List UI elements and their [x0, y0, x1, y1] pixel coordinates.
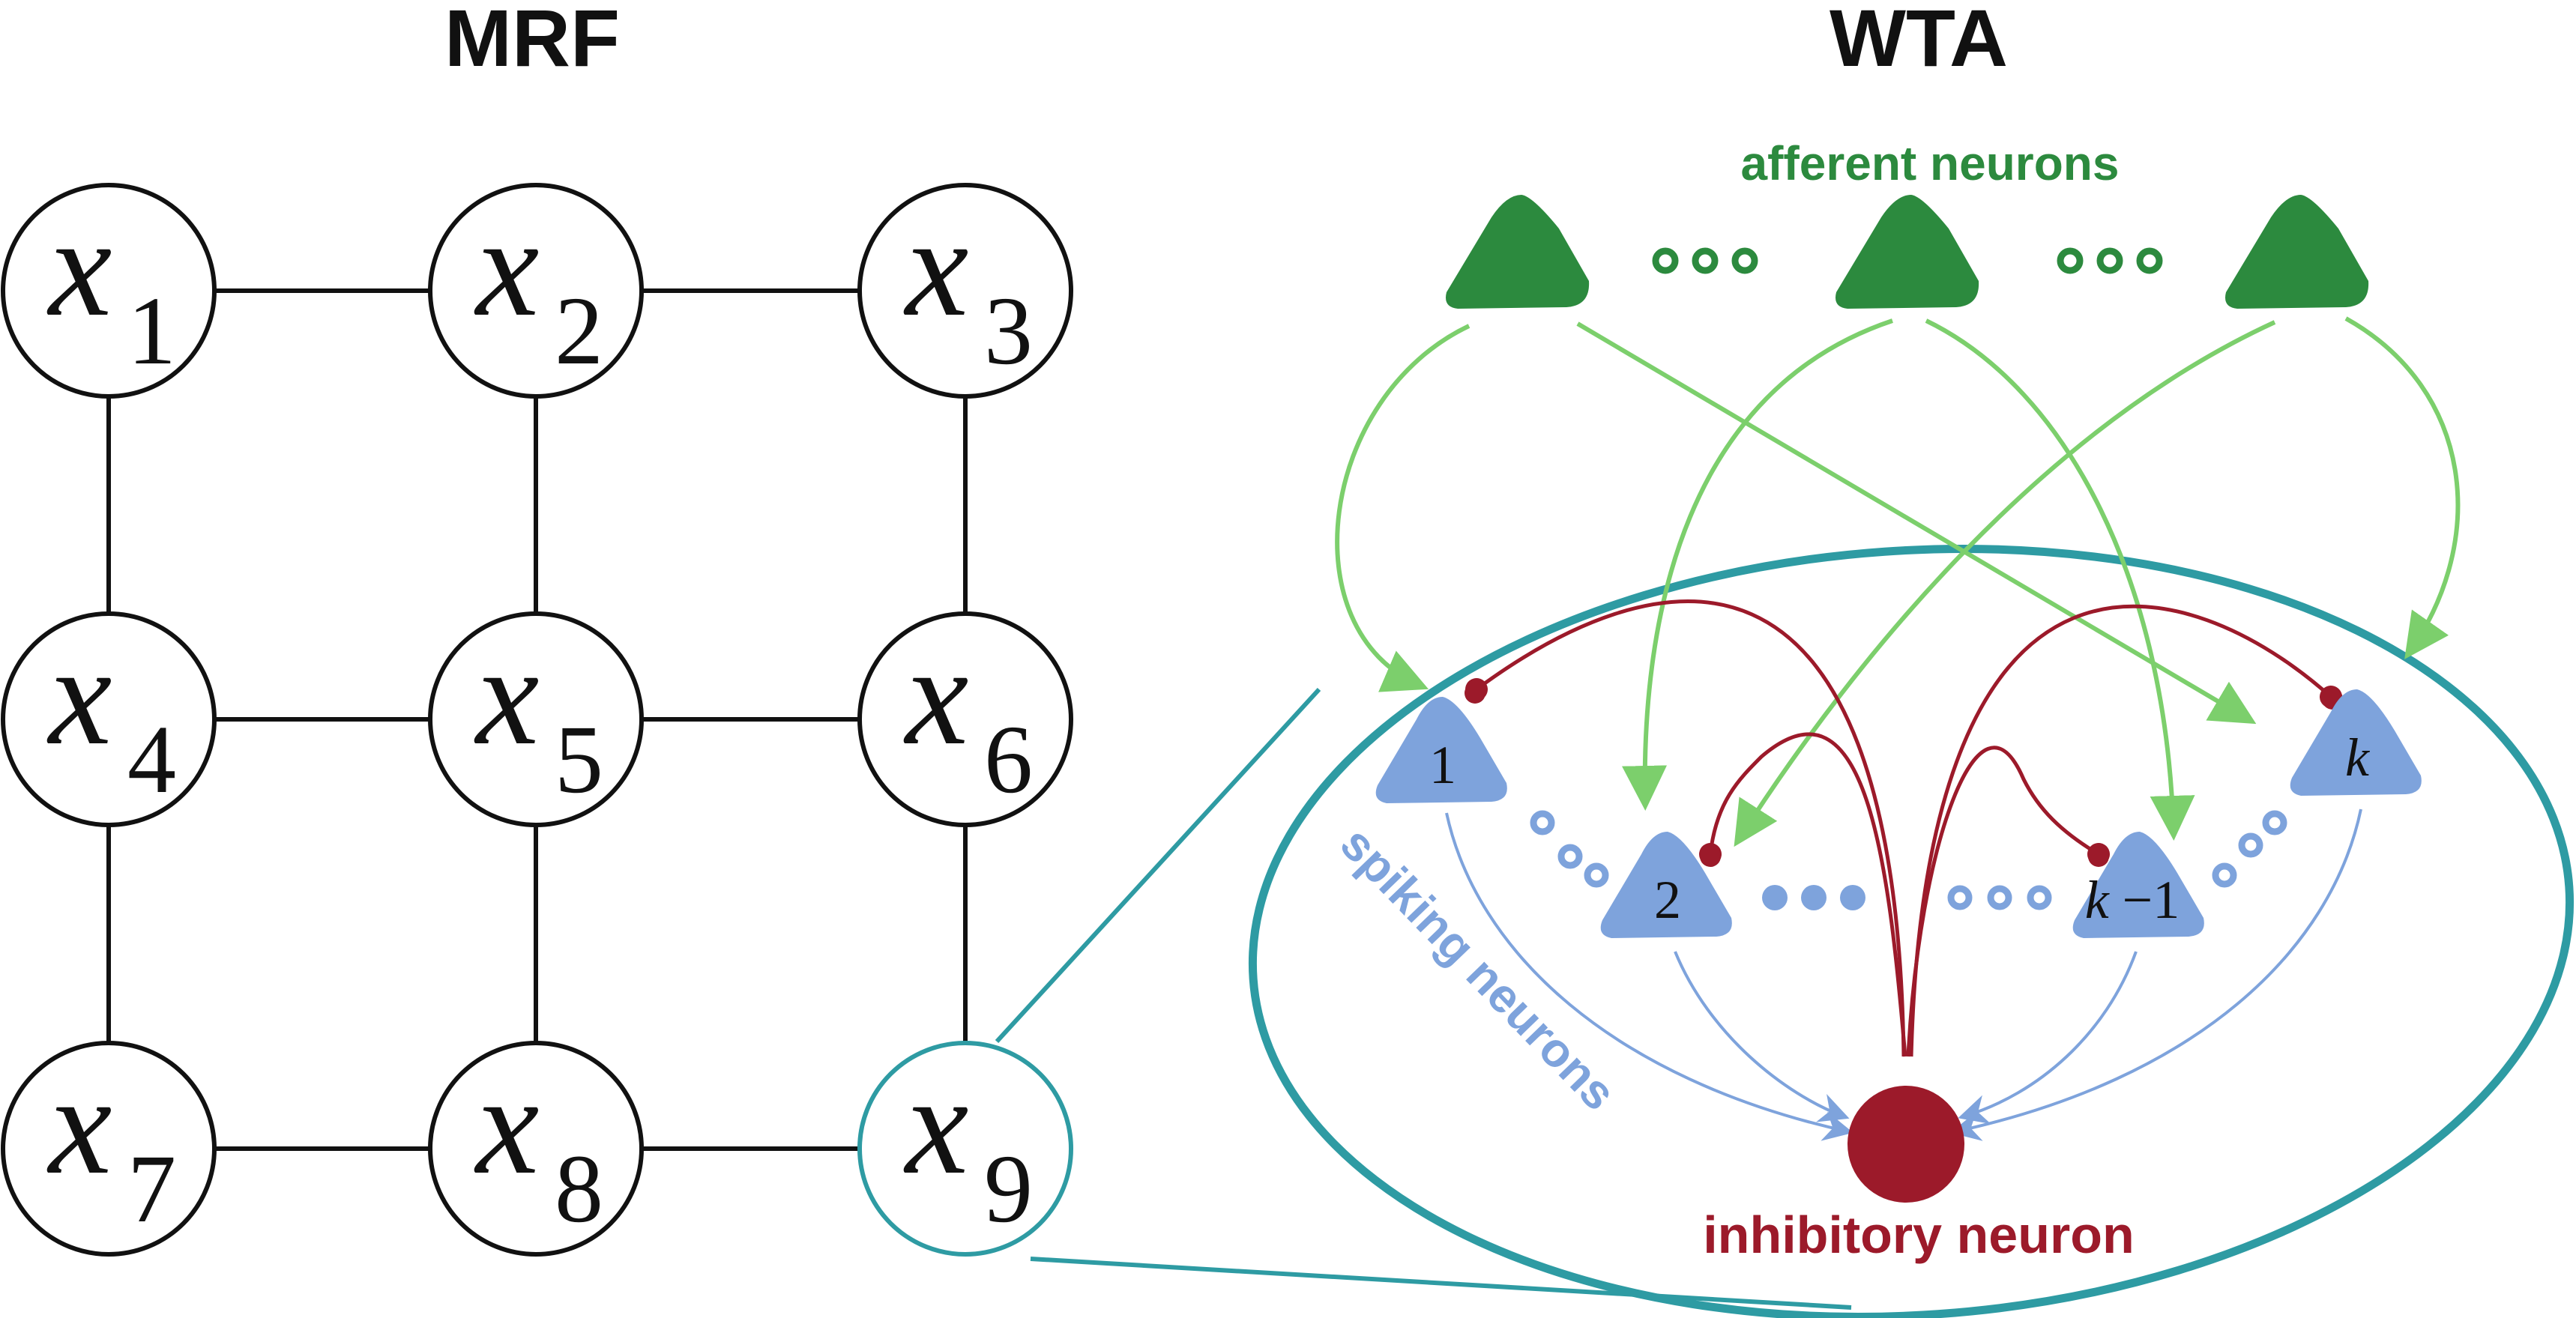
afferent-neurons: [1446, 195, 2369, 309]
mrf-node-x5: x 5: [428, 611, 644, 827]
node-var: x: [903, 1047, 968, 1204]
mrf-node-x2: x 2: [428, 183, 644, 399]
node-var: x: [903, 617, 968, 775]
node-sub: 4: [127, 706, 176, 814]
spiking-neuron-2-label: 2: [1654, 870, 1681, 930]
node-sub: 6: [984, 706, 1033, 814]
spiking-neuron-k-minus-1-icon: [2072, 832, 2204, 938]
afferent-neuron-icon: [1836, 195, 1979, 309]
afferent-projections: [1335, 316, 2461, 847]
afferent-neurons-label: afferent neurons: [1741, 136, 2120, 190]
spiking-ellipsis-filled: [1762, 885, 1865, 910]
afferent-neuron-icon: [1446, 195, 1590, 309]
node-sub: 5: [555, 706, 603, 814]
mrf-node-x1: x 1: [1, 183, 217, 399]
node-var: x: [903, 189, 968, 346]
mrf-edges: [106, 288, 968, 1151]
inhibitory-synapses: [1465, 683, 2343, 867]
label-rest: −1: [2109, 870, 2180, 930]
node-sub: 2: [555, 277, 603, 385]
zoom-connectors: [995, 687, 1852, 1310]
spiking-neurons: [1375, 689, 2422, 938]
label-italic: k: [2085, 870, 2111, 930]
mrf-node-x3: x 3: [857, 183, 1073, 399]
node-var: x: [474, 617, 539, 775]
mrf-node-x7: x 7: [1, 1041, 217, 1257]
inhibitory-neuron-icon: [1847, 1086, 1964, 1203]
node-var: x: [46, 1047, 112, 1204]
spiking-neuron-k-minus-1-label: k −1: [2085, 870, 2180, 930]
mrf-node-x9-highlighted: x 9: [857, 1041, 1073, 1257]
spiking-neuron-1-icon: [1375, 697, 1507, 803]
spiking-neuron-2-icon: [1600, 832, 1732, 938]
spiking-neurons-label: spiking neurons: [1330, 817, 1626, 1121]
inhibitory-neuron-label: inhibitory neuron: [1703, 1206, 2135, 1264]
mrf-node-x8: x 8: [428, 1041, 644, 1257]
excitatory-to-inhibitory: [1445, 808, 2362, 1141]
afferent-ellipsis: [1652, 247, 2163, 274]
mrf-node-x6: x 6: [857, 611, 1073, 827]
spiking-neuron-k-icon: [2290, 689, 2422, 796]
node-var: x: [46, 617, 112, 775]
spiking-neuron-k-label: k: [2345, 728, 2371, 788]
spiking-ellipsis-open: [1530, 810, 2287, 910]
node-sub: 9: [984, 1135, 1033, 1243]
node-sub: 7: [127, 1135, 176, 1243]
node-sub: 8: [555, 1135, 603, 1243]
wta-title: WTA: [1830, 0, 2008, 83]
afferent-neuron-icon: [2225, 195, 2369, 309]
node-sub: 3: [984, 277, 1033, 385]
node-sub: 1: [127, 277, 176, 385]
mrf-title: MRF: [444, 0, 620, 83]
mrf-node-x4: x 4: [1, 611, 217, 827]
wta-circuit-boundary: [1248, 545, 2575, 1318]
node-var: x: [474, 189, 539, 346]
node-var: x: [474, 1047, 539, 1204]
inhibitory-feedback: [1465, 599, 2342, 1057]
node-var: x: [46, 189, 112, 346]
spiking-neuron-1-label: 1: [1429, 735, 1456, 795]
